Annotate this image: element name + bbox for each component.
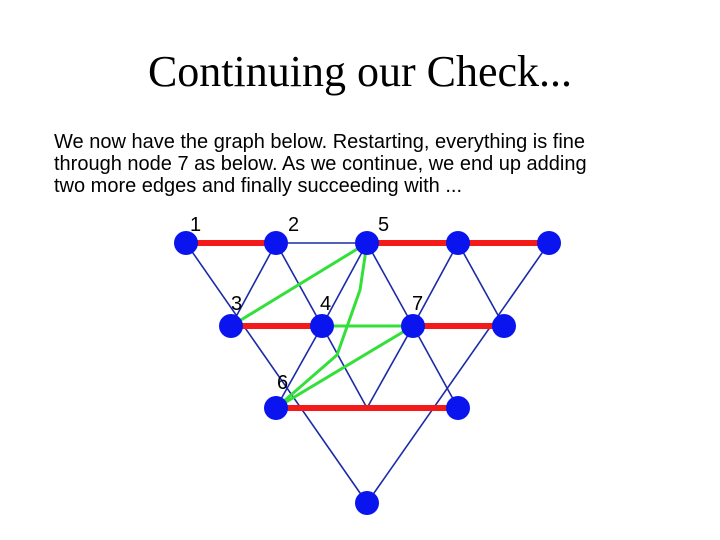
added-edge-7-6	[275, 324, 414, 410]
node-7	[401, 314, 425, 338]
body-line-1: We now have the graph below. Restarting,…	[54, 131, 586, 153]
node-bottom-2	[446, 396, 470, 420]
node-label-6: 6	[277, 372, 288, 394]
added-edges	[230, 241, 414, 410]
base-edge	[275, 325, 323, 409]
base-edge	[230, 242, 277, 327]
node-2	[264, 231, 288, 255]
base-edge	[185, 242, 368, 504]
base-edge	[366, 242, 550, 504]
base-edges	[185, 242, 550, 504]
nodes	[174, 231, 561, 515]
added-edge-5-6	[275, 242, 369, 410]
base-edge	[457, 242, 505, 327]
node-6	[264, 396, 288, 420]
base-edge	[366, 242, 414, 327]
body-line-2: through node 7 as below. As we continue,…	[54, 153, 587, 175]
node-3	[219, 314, 243, 338]
node-label-5: 5	[378, 214, 389, 236]
node-1	[174, 231, 198, 255]
node-label-1: 1	[190, 214, 201, 236]
base-edge	[412, 242, 459, 327]
matched-edges	[186, 240, 549, 411]
body-line-3: two more edges and finally succeeding wi…	[54, 175, 462, 197]
node-4	[310, 314, 334, 338]
node-labels: 1 2 5 3 4 7 6	[190, 214, 423, 394]
base-edge	[321, 242, 368, 327]
node-label-4: 4	[320, 293, 331, 315]
node-label-7: 7	[412, 293, 423, 315]
node-label-3: 3	[231, 293, 242, 315]
base-edge	[366, 325, 414, 409]
base-edge	[412, 325, 459, 409]
node-apex	[355, 491, 379, 515]
node-top-4	[446, 231, 470, 255]
slide-body-text: We now have the graph below. Restarting,…	[54, 131, 704, 197]
node-5	[355, 231, 379, 255]
added-edge-5-3	[230, 241, 368, 328]
node-top-5	[537, 231, 561, 255]
node-mid-4	[492, 314, 516, 338]
slide-title: Continuing our Check...	[147, 47, 573, 96]
node-label-2: 2	[288, 214, 299, 236]
